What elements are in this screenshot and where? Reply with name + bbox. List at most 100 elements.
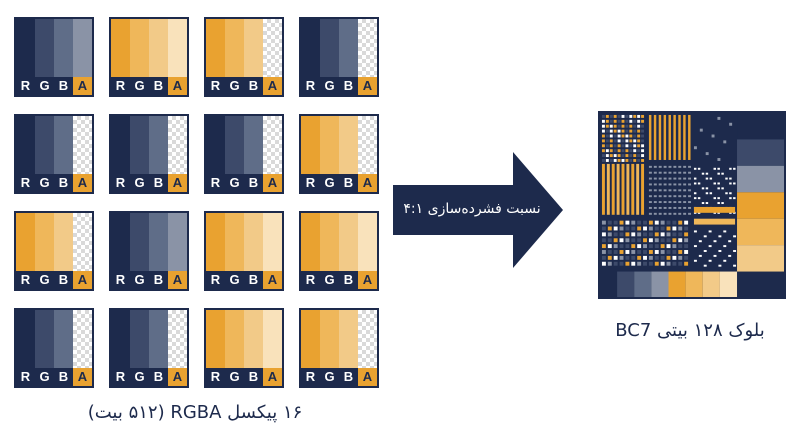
channel-stripe (339, 116, 358, 174)
channel-label: B (153, 272, 164, 287)
bc7-bit-mark (673, 165, 677, 168)
bc7-bit-mark (705, 192, 709, 195)
bc7-bit-mark (678, 250, 683, 254)
channel-label: B (58, 369, 69, 384)
channel-label: G (39, 175, 50, 190)
channel-stripe (339, 310, 358, 368)
bc7-bit-mark (658, 177, 662, 180)
channel-label: G (39, 272, 50, 287)
bc7-bit-mark (654, 226, 659, 231)
channel-stripe (149, 19, 168, 77)
bc7-bit-mark (633, 149, 637, 153)
bc7-bit-mark (713, 197, 716, 200)
bc7-bit-mark (688, 189, 692, 192)
bc7-palette-color (668, 271, 686, 297)
bc7-bit-mark (621, 163, 625, 215)
bc7-palette-color (719, 271, 738, 297)
bc7-bit-mark (668, 212, 672, 215)
bc7-block (598, 111, 786, 299)
bc7-bit-mark (601, 238, 606, 243)
bc7-bit-mark (673, 201, 677, 204)
bc7-bit-mark (713, 167, 716, 170)
bc7-bit-mark (678, 195, 682, 198)
bc7-bit-mark (723, 259, 727, 262)
bc7-bit-mark (643, 232, 647, 237)
bc7-bit-mark (643, 261, 647, 266)
bc7-caption: بلوک ۱۲۸ بیتی BC7 (615, 320, 765, 341)
bc7-bit-mark (641, 144, 645, 148)
bc7-bit-mark (619, 261, 624, 266)
bc7-bit-mark (688, 183, 692, 186)
bc7-bit-mark (631, 238, 636, 243)
bc7-bit-mark (693, 197, 697, 200)
bc7-bit-mark (653, 212, 657, 215)
bc7-bit-mark (617, 134, 621, 138)
bc7-bit-mark (666, 255, 671, 260)
bc7-bit-mark (648, 255, 653, 260)
bc7-bit-mark (660, 255, 665, 260)
bc7-bit-mark (625, 250, 630, 254)
channel-label: G (229, 272, 240, 287)
bc7-bit-mark (648, 238, 653, 243)
bc7-bit-mark (637, 124, 641, 128)
bc7-bit-mark (672, 250, 677, 254)
bc7-bit-mark (619, 238, 624, 243)
bc7-bit-mark (617, 139, 621, 143)
channel-stripe (339, 19, 358, 77)
bc7-bit-mark (683, 177, 687, 180)
bc7-bit-mark (672, 238, 677, 243)
bc7-bit-mark (648, 171, 652, 174)
bc7-bit-mark (678, 206, 682, 209)
bc7-bit-mark (629, 144, 633, 148)
bc7-bit-mark (641, 139, 645, 143)
channel-stripe (225, 19, 244, 77)
bc7-palette-color (651, 271, 669, 297)
bc7-bit-mark (621, 159, 625, 162)
bc7-bit-mark (601, 255, 606, 260)
bc7-bit-mark (617, 144, 621, 148)
bc7-bit-mark (658, 171, 662, 174)
channel-label: A (168, 271, 187, 289)
bc7-bit-mark (684, 261, 689, 266)
bc7-bit-mark (684, 238, 689, 243)
bc7-bit-mark (629, 134, 633, 138)
bc7-bit-mark (693, 259, 697, 262)
channel-stripe (301, 310, 320, 368)
bc7-bit-mark (641, 159, 645, 162)
bc7-bit-mark (693, 146, 697, 150)
bc7-bit-mark (660, 226, 665, 231)
bc7-bit-mark (693, 230, 697, 233)
bc7-bit-mark (625, 119, 629, 123)
bc7-bit-mark (641, 149, 645, 153)
bc7-bit-mark (668, 183, 672, 186)
bc7-bit-mark (658, 165, 662, 168)
bc7-bit-mark (613, 149, 617, 153)
bc7-bit-mark (717, 187, 720, 190)
bc7-bit-mark (625, 134, 629, 138)
bc7-bit-mark (678, 238, 683, 243)
bc7-bit-mark (631, 220, 636, 225)
channel-label: A (73, 271, 92, 289)
bc7-bit-mark (654, 261, 659, 266)
bc7-bit-mark (717, 182, 720, 185)
bc7-bit-mark (684, 250, 689, 254)
bc7-bit-mark (607, 244, 612, 249)
channel-stripe (130, 213, 149, 271)
bc7-endpoint-color (737, 165, 784, 193)
channel-label: A (73, 368, 92, 386)
bc7-bit-mark (619, 232, 624, 237)
bc7-bit-mark (673, 189, 677, 192)
bc7-bit-mark (703, 264, 707, 267)
bc7-bit-mark (605, 139, 609, 143)
bc7-bit-mark (625, 238, 630, 243)
channel-stripe (130, 116, 149, 174)
channel-label: R (305, 78, 316, 93)
bc7-bit-mark (733, 182, 736, 185)
bc7-bit-mark (678, 220, 683, 225)
bc7-bit-mark (621, 134, 625, 138)
bc7-palette-color (600, 271, 618, 297)
channel-label: A (358, 77, 377, 95)
